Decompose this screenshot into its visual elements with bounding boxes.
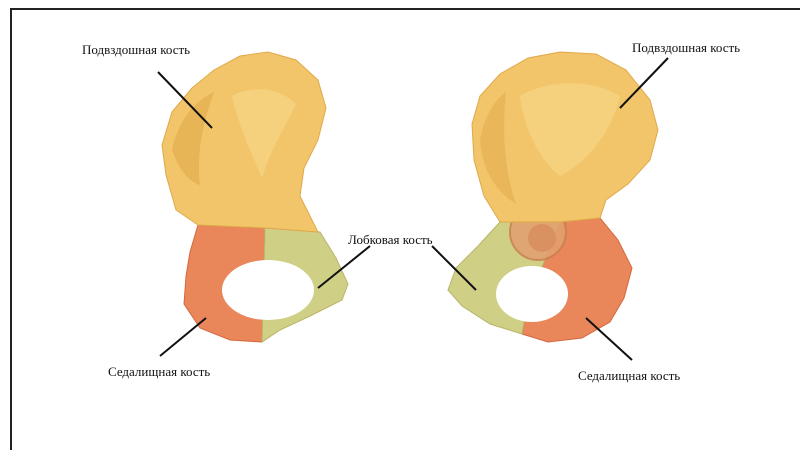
label-left-ischium: Седалищная кость xyxy=(108,364,210,380)
label-left-ilium: Подвздошная кость xyxy=(82,42,190,58)
label-right-ischium: Седалищная кость xyxy=(578,368,680,384)
right-obturator-foramen xyxy=(496,266,568,322)
left-hip-bone xyxy=(162,52,348,342)
label-pubis: Лобковая кость xyxy=(348,232,433,248)
right-ischium-leader xyxy=(586,318,632,360)
left-obturator-foramen xyxy=(222,260,314,320)
left-ischium-leader xyxy=(160,318,206,356)
label-right-ilium: Подвздошная кость xyxy=(632,40,740,56)
right-hip-bone xyxy=(448,52,658,342)
right-acetabulum-inner xyxy=(528,224,556,252)
